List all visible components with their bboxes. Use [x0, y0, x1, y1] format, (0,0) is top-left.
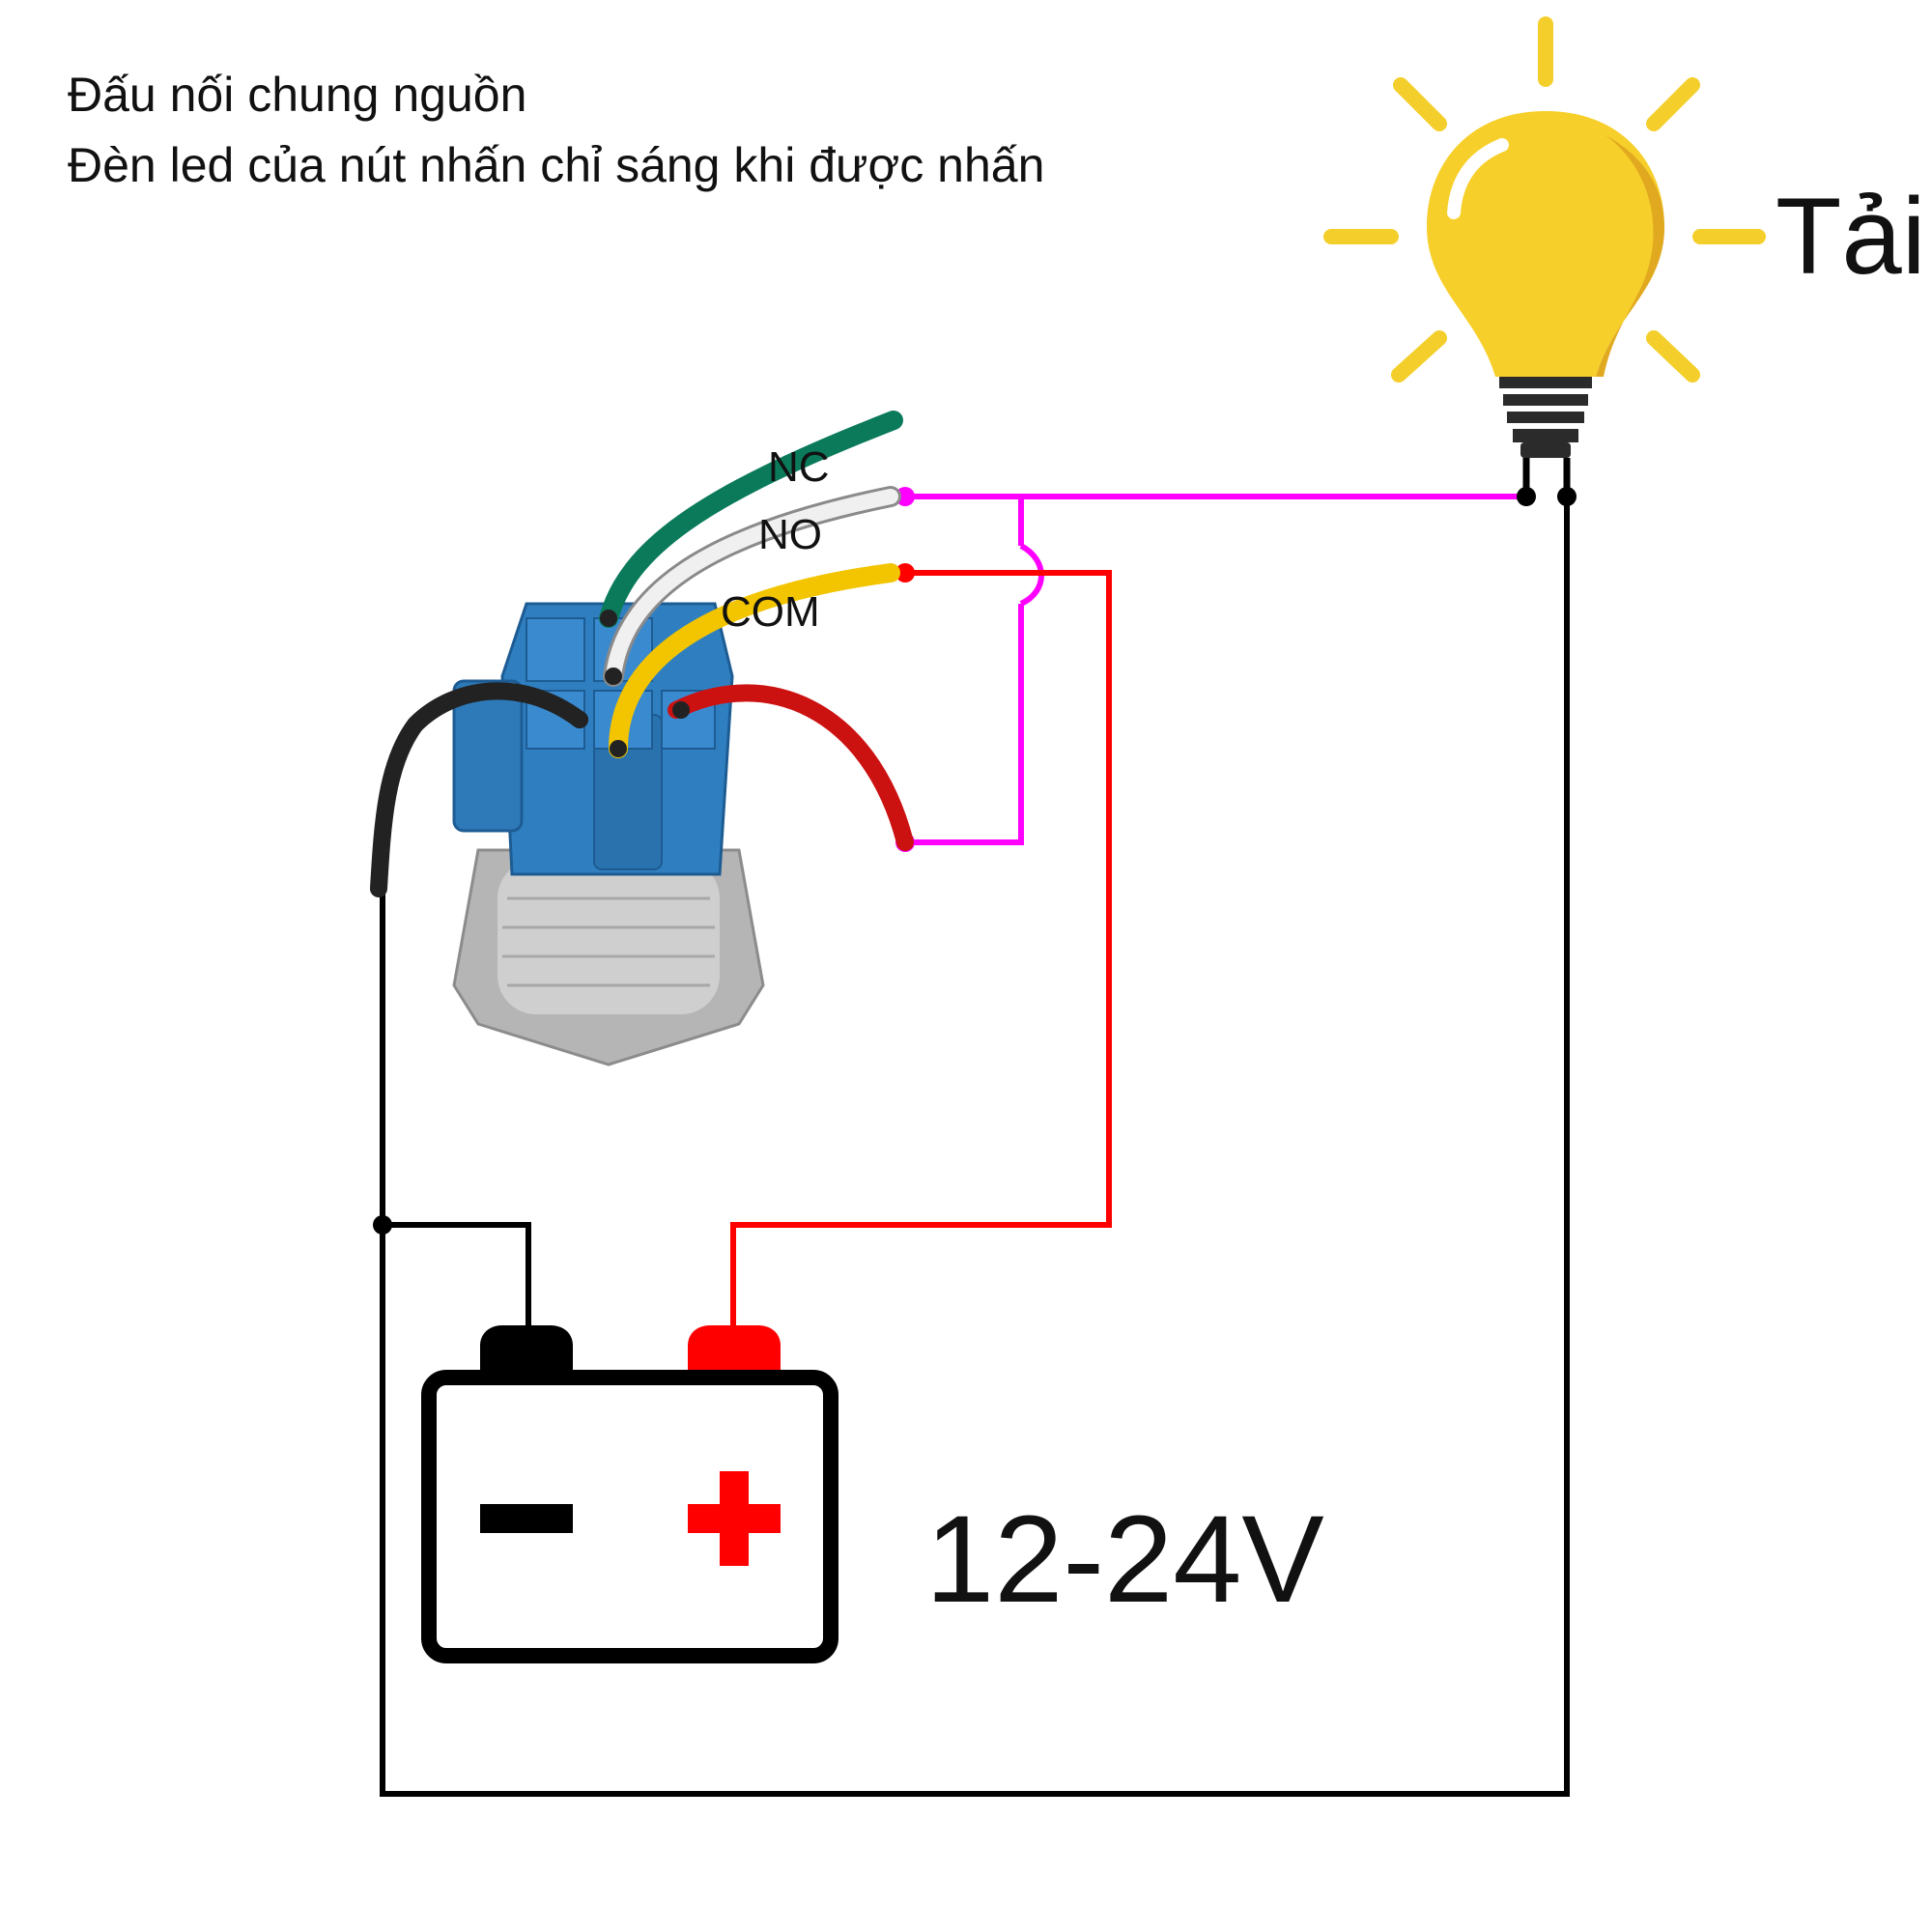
switch-latch	[452, 679, 524, 833]
wire-negative-supply	[383, 1222, 531, 1329]
terminal-label-com: COM	[721, 588, 820, 636]
caption-line-2: Đèn led của nút nhấn chỉ sáng khi được n…	[68, 138, 1044, 192]
light-bulb-icon	[1323, 16, 1766, 495]
junction-dot	[1517, 487, 1536, 506]
junction-dot	[373, 1215, 392, 1235]
load-label: Tải	[1776, 176, 1926, 297]
wire-no-to-bridge	[905, 494, 1024, 546]
wire-led-positive-link	[905, 604, 1024, 845]
wire-no	[606, 489, 898, 684]
bulb-tip	[1520, 442, 1571, 458]
battery-body	[421, 1370, 838, 1663]
bulb-base	[1503, 394, 1588, 406]
wire-led-positive	[668, 684, 914, 851]
battery-terminal-negative	[480, 1325, 573, 1372]
light-ray	[1646, 77, 1700, 131]
junction-dot	[895, 563, 915, 582]
push-button-switch-icon	[452, 602, 765, 1066]
terminal-label-nc: NC	[768, 443, 830, 491]
switch-socket	[526, 617, 585, 682]
voltage-label: 12-24V	[925, 1491, 1324, 1629]
terminal-screw	[610, 740, 627, 757]
caption-line-1: Đấu nối chung nguồn	[68, 68, 526, 122]
junction-dot	[1557, 487, 1577, 506]
terminal-screw	[605, 668, 622, 685]
plus-sign-v	[720, 1471, 749, 1566]
wire-positive-supply	[730, 570, 1112, 1329]
terminal-screw	[672, 701, 690, 719]
wire-nc	[599, 411, 903, 628]
bulb-glass	[1427, 111, 1664, 377]
bulb-base	[1499, 377, 1592, 388]
wire-com	[609, 563, 900, 758]
terminal-screw	[571, 711, 588, 728]
light-ray	[1393, 77, 1447, 131]
battery-icon	[421, 1325, 838, 1663]
minus-sign	[480, 1504, 573, 1533]
junction-dot	[895, 487, 915, 506]
bulb-highlight	[1447, 138, 1509, 219]
wire-led-negative	[370, 682, 588, 897]
switch-thread	[497, 860, 720, 1014]
wire-load-return	[380, 495, 1570, 1797]
bulb-base	[1507, 412, 1584, 423]
terminal-screw	[600, 610, 617, 627]
light-ray	[1646, 330, 1700, 383]
battery-terminal-positive	[688, 1325, 781, 1372]
bulb-base	[1513, 429, 1578, 442]
terminal-label-no: NO	[758, 511, 822, 558]
light-ray	[1391, 330, 1447, 383]
